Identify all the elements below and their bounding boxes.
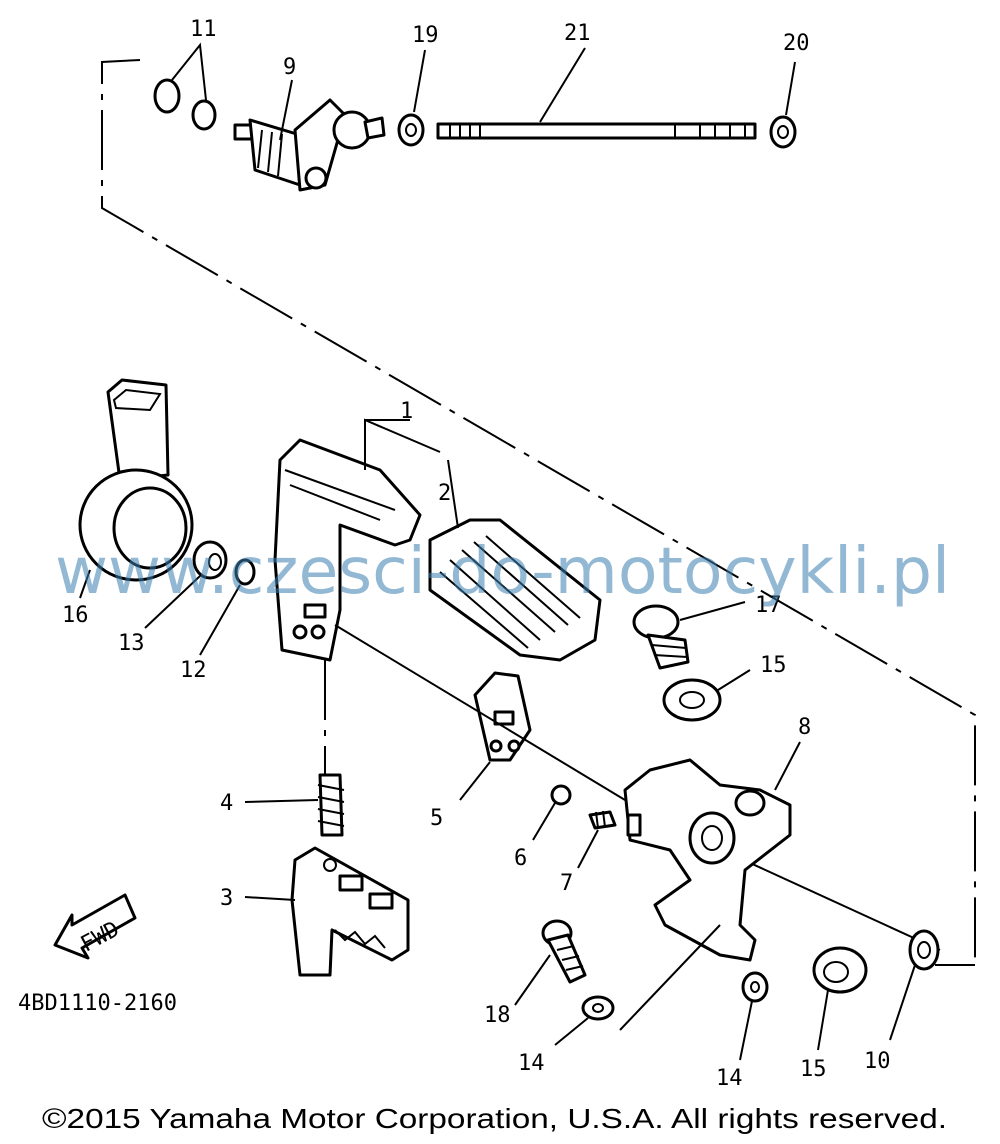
label-21: 21	[564, 21, 591, 46]
label-2: 2	[438, 481, 451, 506]
label-5: 5	[430, 806, 443, 831]
nut-13	[144, 540, 228, 629]
fwd-arrow-icon: FWD	[53, 893, 137, 960]
bolt-18	[514, 919, 587, 1006]
label-7: 7	[560, 871, 573, 896]
o-ring-11	[153, 42, 217, 131]
part-labels: 11 9 19 21 20 1 2 16 13 12 17 15 8 4 5 6…	[62, 17, 891, 1091]
washer-12	[199, 558, 256, 656]
ball-joint-lever-9	[233, 79, 386, 192]
label-13: 13	[118, 631, 145, 656]
washer-14-left	[554, 995, 615, 1046]
spring-4	[244, 773, 345, 837]
spring-7	[577, 810, 617, 869]
ratchet-block-3	[244, 846, 410, 977]
label-12: 12	[180, 658, 207, 683]
label-18: 18	[484, 1003, 511, 1028]
label-11: 11	[190, 17, 217, 42]
label-8: 8	[798, 715, 811, 740]
assembly-outline	[101, 59, 976, 966]
washer-10	[889, 929, 940, 1041]
pivot-arm-16	[78, 378, 194, 599]
label-15-lower: 15	[800, 1057, 827, 1082]
nut-20	[769, 61, 797, 149]
label-17: 17	[755, 593, 782, 618]
label-20: 20	[783, 31, 810, 56]
label-16: 16	[62, 603, 89, 628]
washer-15-upper	[662, 669, 751, 722]
label-14-left: 14	[518, 1051, 545, 1076]
label-10: 10	[864, 1049, 891, 1074]
label-6: 6	[514, 846, 527, 871]
nut-19	[397, 49, 426, 147]
footpeg-rubber-2	[428, 459, 602, 662]
washer-14-right	[739, 971, 769, 1061]
diagram-code: 4BD1110-2160	[18, 991, 177, 1016]
label-15-upper: 15	[760, 653, 787, 678]
label-3: 3	[220, 886, 233, 911]
label-14-right: 14	[716, 1066, 743, 1091]
label-1: 1	[400, 399, 413, 424]
main-body-8	[619, 741, 801, 1031]
ball-6	[532, 784, 572, 841]
washer-15-lower	[812, 946, 868, 1051]
label-9: 9	[283, 55, 296, 80]
watermark-text: www.czesci-do-motocykli.pl	[55, 535, 950, 609]
label-19: 19	[412, 23, 439, 48]
step-bracket-1	[273, 418, 441, 662]
bolt-17	[632, 601, 746, 670]
copyright-notice: ©2015 Yamaha Motor Corporation, U.S.A. A…	[42, 1103, 947, 1134]
plate-5	[459, 671, 532, 801]
label-4: 4	[220, 791, 233, 816]
threaded-rod-21	[436, 47, 757, 140]
